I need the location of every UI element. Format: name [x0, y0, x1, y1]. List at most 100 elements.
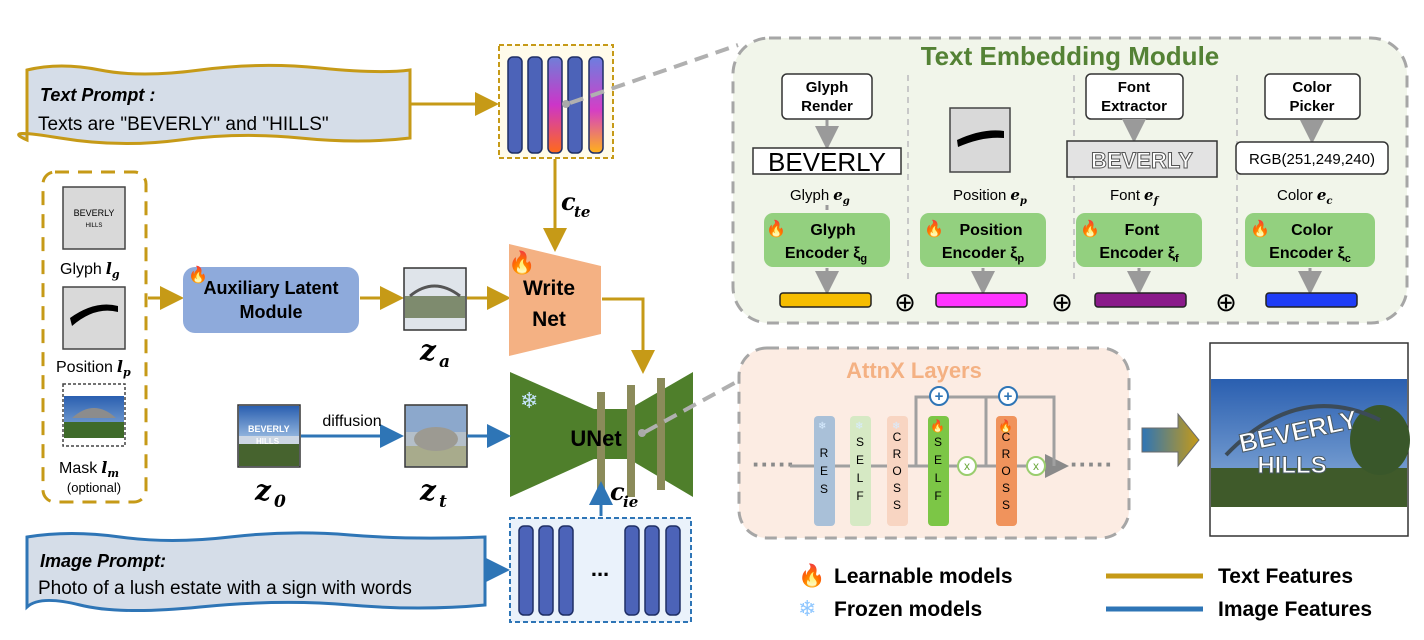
oplus-icon: ⊕ — [894, 287, 916, 317]
attnx-ellipsis-left: ····· — [752, 449, 795, 479]
position-encoder — [920, 213, 1046, 267]
position-sample — [949, 107, 1011, 173]
oplus-icon: ⊕ — [1051, 287, 1073, 317]
z0-image-sky — [239, 406, 299, 436]
zt-image-ground — [406, 446, 466, 466]
svg-text:S: S — [820, 482, 828, 496]
svg-text:R: R — [893, 447, 902, 461]
rgb-value: RGB(251,249,240) — [1249, 151, 1375, 168]
cte-symbol: c — [561, 187, 576, 216]
image-feature-bar — [518, 525, 534, 616]
svg-text:S: S — [856, 435, 864, 449]
image-prompt-box — [25, 531, 487, 613]
color-encoder-line2: Encoder ξc — [1269, 245, 1351, 265]
font-encoder-line2: Encoder ξf — [1099, 245, 1179, 265]
glyph-render-line1: Glyph — [806, 79, 849, 96]
multiply-node — [957, 456, 977, 476]
snowflake-icon: ❄ — [818, 421, 826, 432]
fire-icon: 🔥 — [1250, 219, 1270, 238]
multiply-node — [1026, 456, 1046, 476]
snowflake-icon: ❄ — [892, 421, 900, 432]
za-symbol: z — [419, 334, 437, 367]
font-extractor-line1: Font — [1118, 79, 1150, 96]
z0-image-ground — [239, 444, 299, 466]
image-prompt-title: Image Prompt: — [40, 551, 166, 571]
writenet-line1: Write — [523, 277, 575, 300]
svg-text:L: L — [935, 471, 942, 485]
fire-icon: 🔥 — [930, 419, 945, 433]
fire-icon: 🔥 — [188, 265, 208, 284]
svg-text:O: O — [892, 464, 901, 478]
svg-text:O: O — [1001, 464, 1010, 478]
text-prompt-body: Texts are "BEVERLY" and "HILLS" — [38, 114, 329, 135]
glyph-embedding-bar — [779, 292, 872, 308]
text-prompt-box — [17, 63, 412, 146]
fire-icon: 🔥 — [766, 219, 786, 238]
attnx-residual-1 — [914, 395, 988, 466]
zoom-line-tem — [569, 43, 739, 105]
text-feature-bar — [588, 56, 604, 154]
oplus-icon: ⊕ — [1215, 287, 1237, 317]
color-encoder-line1: Color — [1291, 222, 1333, 239]
output-text-2: HILLS — [1257, 452, 1326, 479]
svg-text:F: F — [934, 489, 941, 503]
unet-attnx-stripe — [627, 385, 635, 497]
zt-image-blur — [414, 427, 458, 451]
svg-text:R: R — [820, 446, 829, 460]
svg-text:E: E — [934, 453, 942, 467]
svg-text:S: S — [934, 435, 942, 449]
output-image-arch — [1224, 404, 1381, 457]
output-image-ground — [1211, 468, 1407, 507]
text-feature-bar — [527, 56, 543, 154]
add-node — [998, 386, 1018, 406]
attnx-layer-cross-frozen — [887, 416, 908, 526]
color-embedding-bar — [1265, 292, 1358, 308]
attnx-layer-cross-learnable — [996, 416, 1017, 526]
image-feature-bar — [644, 525, 660, 616]
legend-text-features: Text Features — [1218, 565, 1353, 588]
legend-learnable: Learnable models — [834, 565, 1013, 588]
legend-frozen: Frozen models — [834, 598, 982, 621]
image-prompt-body: Photo of a lush estate with a sign with … — [38, 578, 412, 599]
position-encoder-line2: Encoder ξp — [942, 245, 1025, 265]
glyph-render-line2: Render — [801, 98, 853, 115]
color-picker-line1: Color — [1292, 79, 1331, 96]
svg-text:L: L — [857, 471, 864, 485]
font-extractor-line2: Extractor — [1101, 98, 1167, 115]
image-feature-bar — [665, 525, 681, 616]
font-sample: BEVERLY — [1091, 148, 1193, 173]
attnx-letters-cross2: C R O S S — [1001, 430, 1010, 512]
text-prompt-title: Text Prompt : — [40, 85, 155, 105]
unet-attnx-stripe — [657, 378, 665, 490]
writenet-line2: Net — [532, 308, 566, 331]
z0-symbol: z — [254, 474, 272, 507]
output-image-tree — [1350, 405, 1410, 475]
glyph-sample: BEVERLY — [768, 147, 886, 177]
attnx-title: AttnX Layers — [846, 358, 982, 383]
svg-text:C: C — [893, 430, 902, 444]
svg-text:F: F — [856, 489, 863, 503]
glyph-image — [62, 186, 126, 250]
svg-text:S: S — [893, 481, 901, 495]
image-feature-bar — [624, 525, 640, 616]
cte-subscript: te — [574, 203, 590, 221]
writenet — [509, 244, 601, 356]
glyph-render-box — [781, 73, 873, 120]
svg-text:S: S — [893, 498, 901, 512]
diffusion-label: diffusion — [322, 413, 381, 430]
color-encoder — [1245, 213, 1375, 267]
zt-symbol: z — [419, 474, 437, 507]
add-node — [929, 386, 949, 406]
aux-latent-module — [183, 267, 359, 333]
attnx-ellipsis-right: ····· — [1070, 449, 1113, 479]
svg-text:C: C — [1002, 430, 1011, 444]
font-sample-box — [1066, 140, 1218, 178]
aux-module-line2: Module — [240, 302, 303, 322]
image-feature-bar — [538, 525, 554, 616]
zoom-dot — [562, 100, 570, 108]
cie-subscript: ie — [623, 493, 638, 511]
